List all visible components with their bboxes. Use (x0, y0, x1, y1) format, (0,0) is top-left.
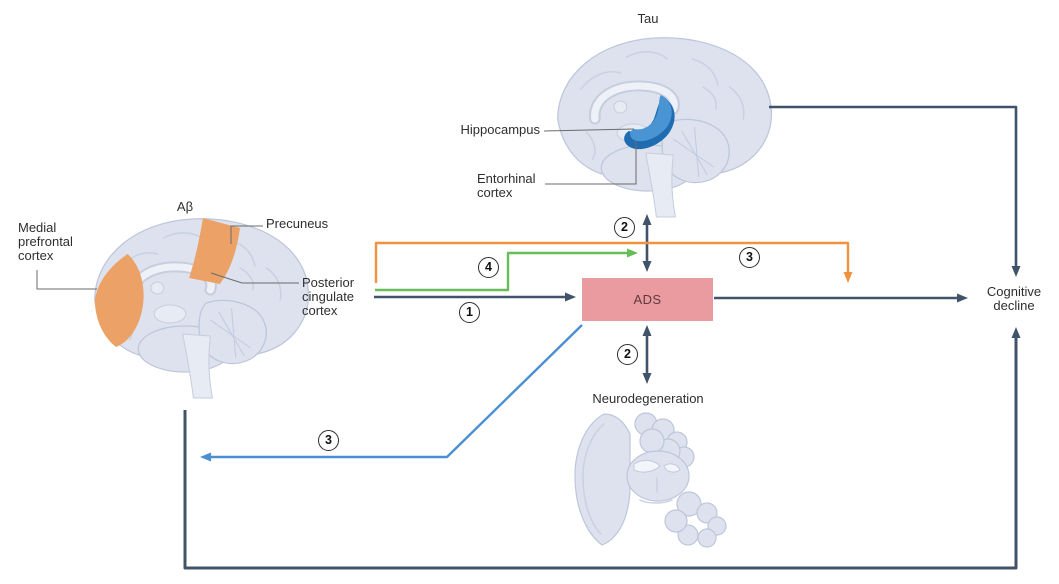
arrowhead (843, 272, 853, 283)
tau-to-cognitive-decline-arrow (769, 105, 1018, 268)
pathway-3-marker-orange: 3 (739, 247, 760, 268)
pathway-2-marker-bottom: 2 (617, 344, 638, 365)
ads-label: ADS (633, 292, 662, 307)
arrowhead (1011, 327, 1021, 338)
arrowhead (642, 261, 652, 272)
hippocampus-highlight-light (630, 95, 672, 142)
tau-title: Tau (637, 11, 659, 26)
cognitive-decline-label: Cognitive decline (986, 284, 1042, 313)
arrowhead (1011, 266, 1021, 277)
neurodegeneration-label: Neurodegeneration (592, 391, 704, 406)
hippocampus-label: Hippocampus (460, 122, 541, 137)
orange-arrow-path (374, 241, 850, 283)
entorhinal-cortex-label: Entorhinal cortex (477, 171, 536, 200)
precuneus-highlight (189, 218, 240, 284)
arrowhead (957, 293, 968, 303)
blue-feedback-arrow (200, 324, 583, 462)
blue-arrow-path (209, 324, 583, 459)
pathway-4-marker: 4 (478, 257, 499, 278)
abeta-brain (95, 218, 309, 398)
green-arrow-path (375, 251, 629, 292)
arrowhead (642, 325, 652, 336)
pathway-2-marker-top: 2 (614, 217, 635, 238)
label-pointer-lines (36, 128, 637, 290)
entorhinal-pointer (545, 141, 637, 185)
medial-prefrontal-cortex-label: Medial prefrontal cortex (18, 220, 73, 263)
hippocampus-pointer (543, 128, 635, 132)
pathway-3-marker-blue: 3 (318, 430, 339, 451)
posterior-cingulate-cortex-label: Posterior cingulate cortex (302, 275, 355, 318)
green-moderation-arrow (375, 248, 638, 292)
arrowhead (627, 248, 638, 258)
abeta-title: Aβ (176, 199, 194, 214)
precuneus-pointer (230, 225, 263, 244)
medial-prefrontal-highlight (94, 254, 144, 347)
arrowhead (200, 452, 211, 462)
navy-arrows (183, 105, 1021, 570)
orange-moderation-arrow (374, 241, 853, 283)
pathway-1-marker: 1 (459, 302, 480, 323)
arrowhead (642, 373, 652, 384)
abeta-to-cognitive-decline-loop-arrow (183, 336, 1018, 570)
tau-brain (558, 38, 772, 217)
medial-prefrontal-pointer (36, 270, 97, 290)
precuneus-label: Precuneus (266, 216, 329, 231)
neurodegeneration-brain (574, 412, 727, 548)
arrowhead (642, 214, 652, 225)
ads-node (582, 278, 713, 321)
posterior-cingulate-pointer (210, 272, 299, 284)
arrowhead (565, 292, 576, 302)
